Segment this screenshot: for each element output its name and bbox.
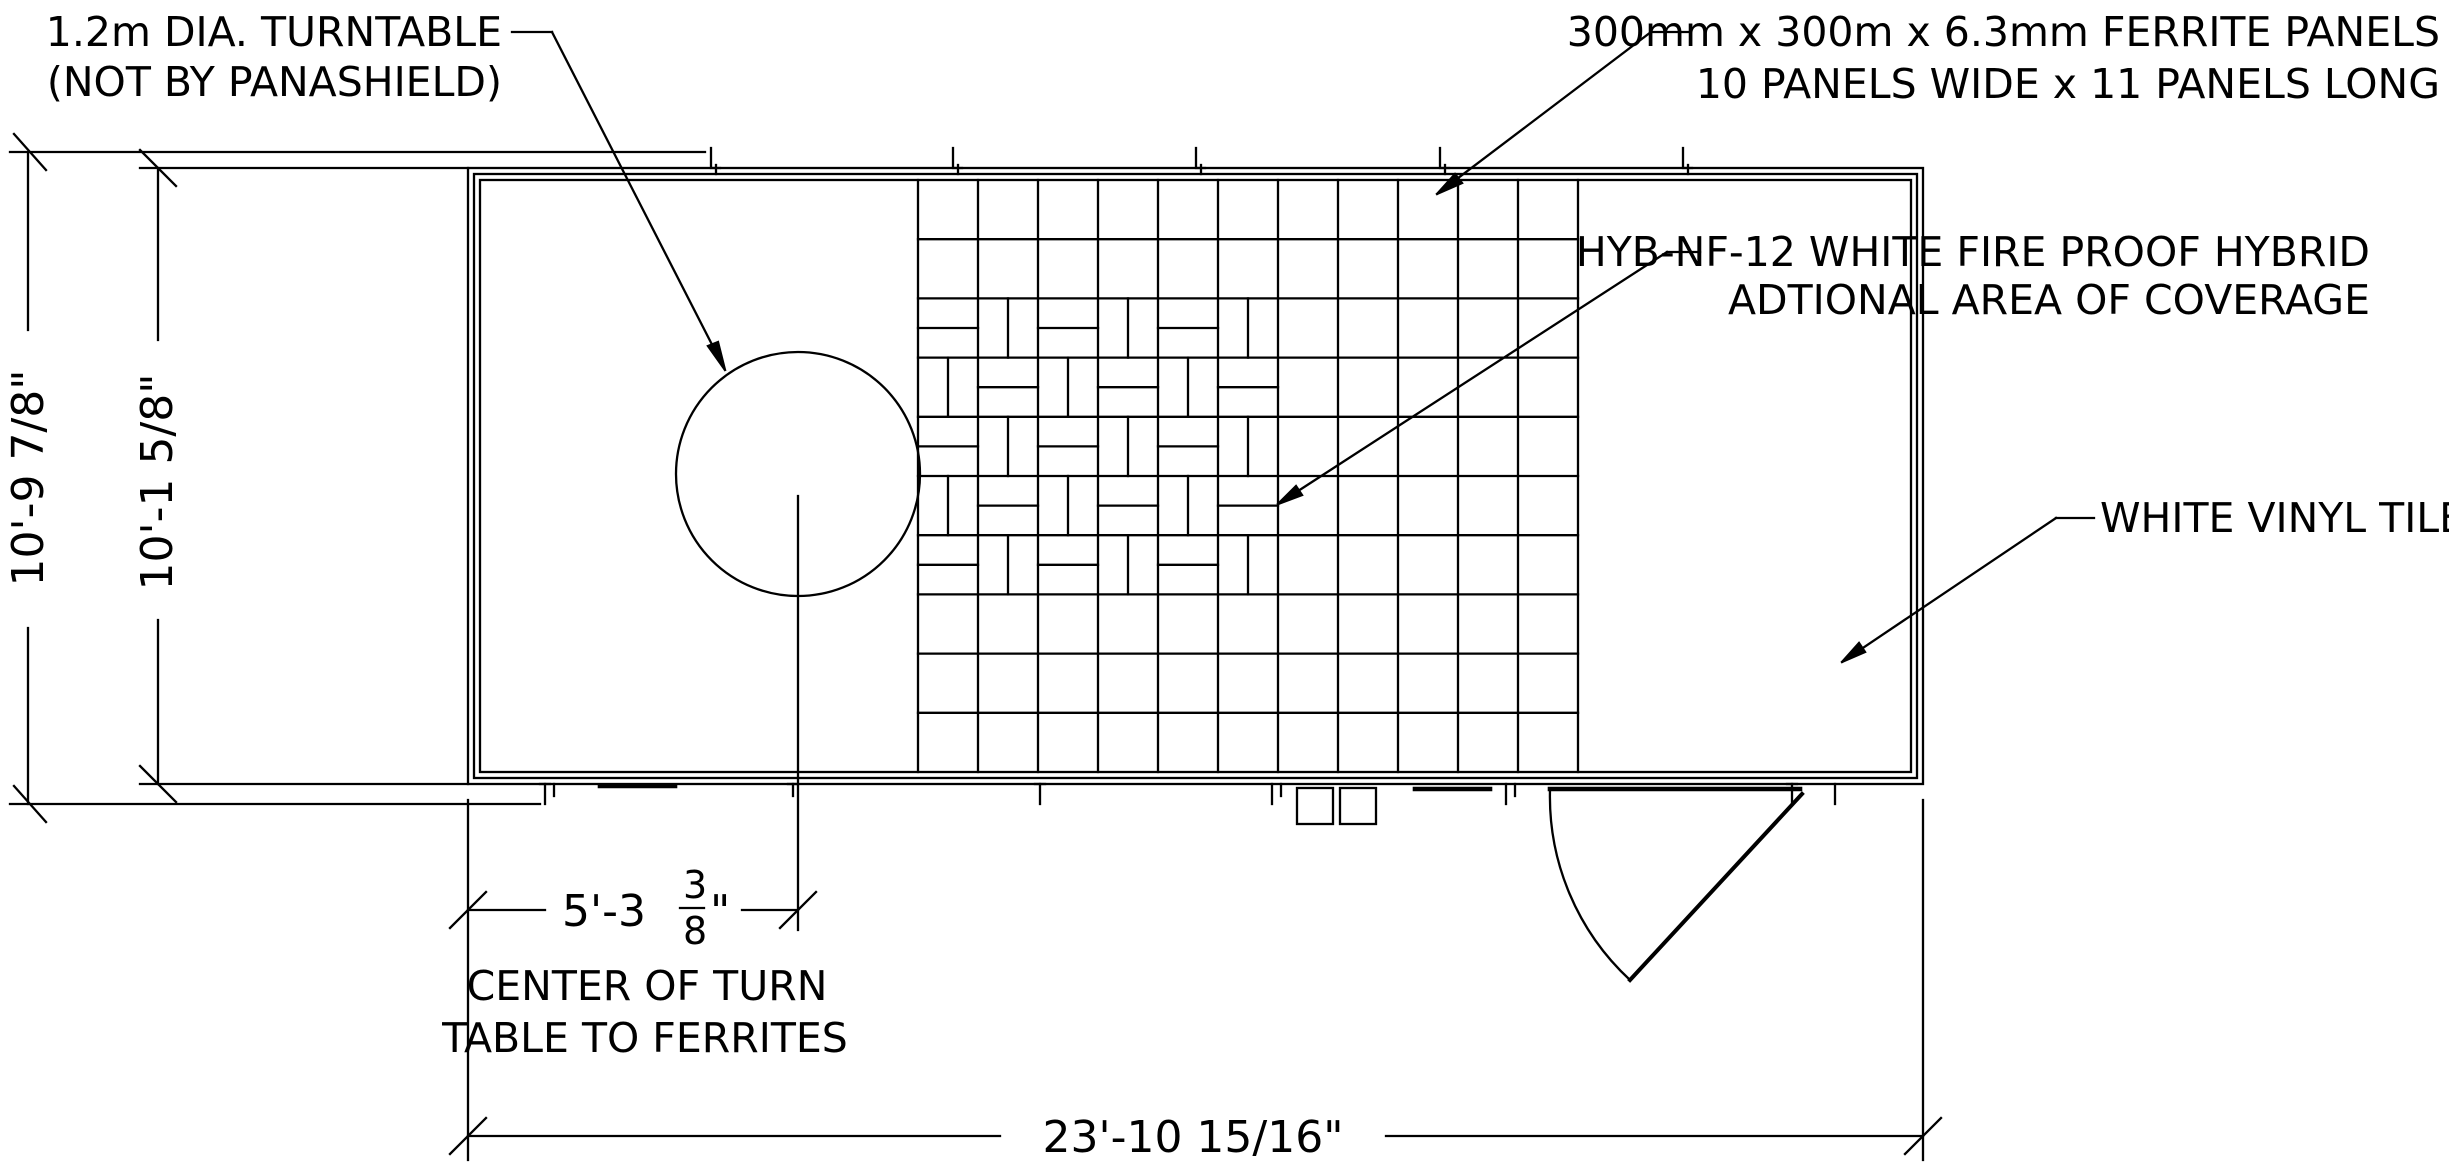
overall-length-label: 23'-10 15/16" — [1043, 1112, 1344, 1163]
room-wall-middle — [472, 172, 1919, 780]
door-leaf — [1627, 791, 1805, 983]
ferrite-callout-line1: 300mm x 300m x 6.3mm FERRITE PANELS — [1567, 8, 2440, 56]
turntable-offset-numerator: 3 — [683, 863, 707, 907]
turntable-note-line1: CENTER OF TURN — [467, 962, 828, 1010]
penetration-box — [1338, 786, 1378, 826]
leader-arrowhead — [1277, 484, 1304, 506]
tick-mark — [138, 148, 178, 188]
inner-height-label: 10'-1 5/8" — [132, 374, 183, 591]
penetration-box — [1295, 786, 1335, 826]
dimension-inner-height: 10'-1 5/8" — [132, 148, 470, 804]
leader-line — [1840, 516, 2058, 664]
callout-vinyl: WHITE VINYL TILE — [1840, 494, 2449, 664]
top-connectors — [709, 146, 1694, 176]
dimension-outer-height: 10'-9 7/8" — [3, 132, 707, 824]
leader-line — [1276, 250, 1669, 506]
turntable-note-line2: TABLE TO FERRITES — [441, 1014, 848, 1062]
outer-height-label: 10'-9 7/8" — [3, 370, 54, 587]
tick-mark — [12, 132, 48, 172]
turntable-callout-line2: (NOT BY PANASHIELD) — [47, 58, 502, 106]
leader-arrowhead — [706, 340, 727, 371]
tick-mark — [778, 890, 818, 930]
hybrid-callout-line1: HYB-NF-12 WHITE FIRE PROOF HYBRID — [1576, 228, 2370, 276]
turntable-offset-denominator: 8 — [683, 909, 707, 953]
leader-arrowhead — [1841, 641, 1867, 664]
vinyl-callout-label: WHITE VINYL TILE — [2100, 494, 2449, 542]
turntable-offset-whole: 5'-3 — [562, 886, 646, 937]
leader-arrowhead — [1436, 172, 1464, 196]
room-wall-inner — [478, 178, 1913, 774]
callout-hybrid: HYB-NF-12 WHITE FIRE PROOF HYBRID ADTION… — [1276, 228, 2370, 506]
callout-ferrite: 300mm x 300m x 6.3mm FERRITE PANELS 10 P… — [1435, 8, 2440, 196]
door-swing-arc — [1548, 788, 1632, 982]
ferrite-callout-line2: 10 PANELS WIDE x 11 PANELS LONG — [1696, 60, 2440, 108]
tick-mark — [448, 890, 488, 930]
tick-mark — [1903, 1116, 1943, 1156]
entry-door — [1548, 788, 1805, 983]
dimension-overall-length: 23'-10 15/16" — [448, 798, 1943, 1163]
tick-mark — [138, 764, 178, 804]
tick-mark — [448, 1116, 488, 1156]
turntable-offset-inch-mark: " — [710, 886, 730, 937]
tick-mark — [12, 784, 48, 824]
leader-line — [550, 30, 727, 372]
hybrid-callout-line2: ADTIONAL AREA OF COVERAGE — [1728, 276, 2370, 324]
dimension-turntable-offset: 5'-3 3 8 " CENTER OF TURN TABLE TO FERRI… — [441, 863, 848, 1062]
turntable-callout-line1: 1.2m DIA. TURNTABLE — [46, 8, 502, 56]
callout-turntable: 1.2m DIA. TURNTABLE (NOT BY PANASHIELD) — [46, 8, 727, 372]
leader-line — [1435, 30, 1653, 196]
turntable — [674, 350, 922, 932]
bottom-wall-details — [538, 782, 1837, 826]
hybrid-coverage-area — [916, 297, 1280, 596]
